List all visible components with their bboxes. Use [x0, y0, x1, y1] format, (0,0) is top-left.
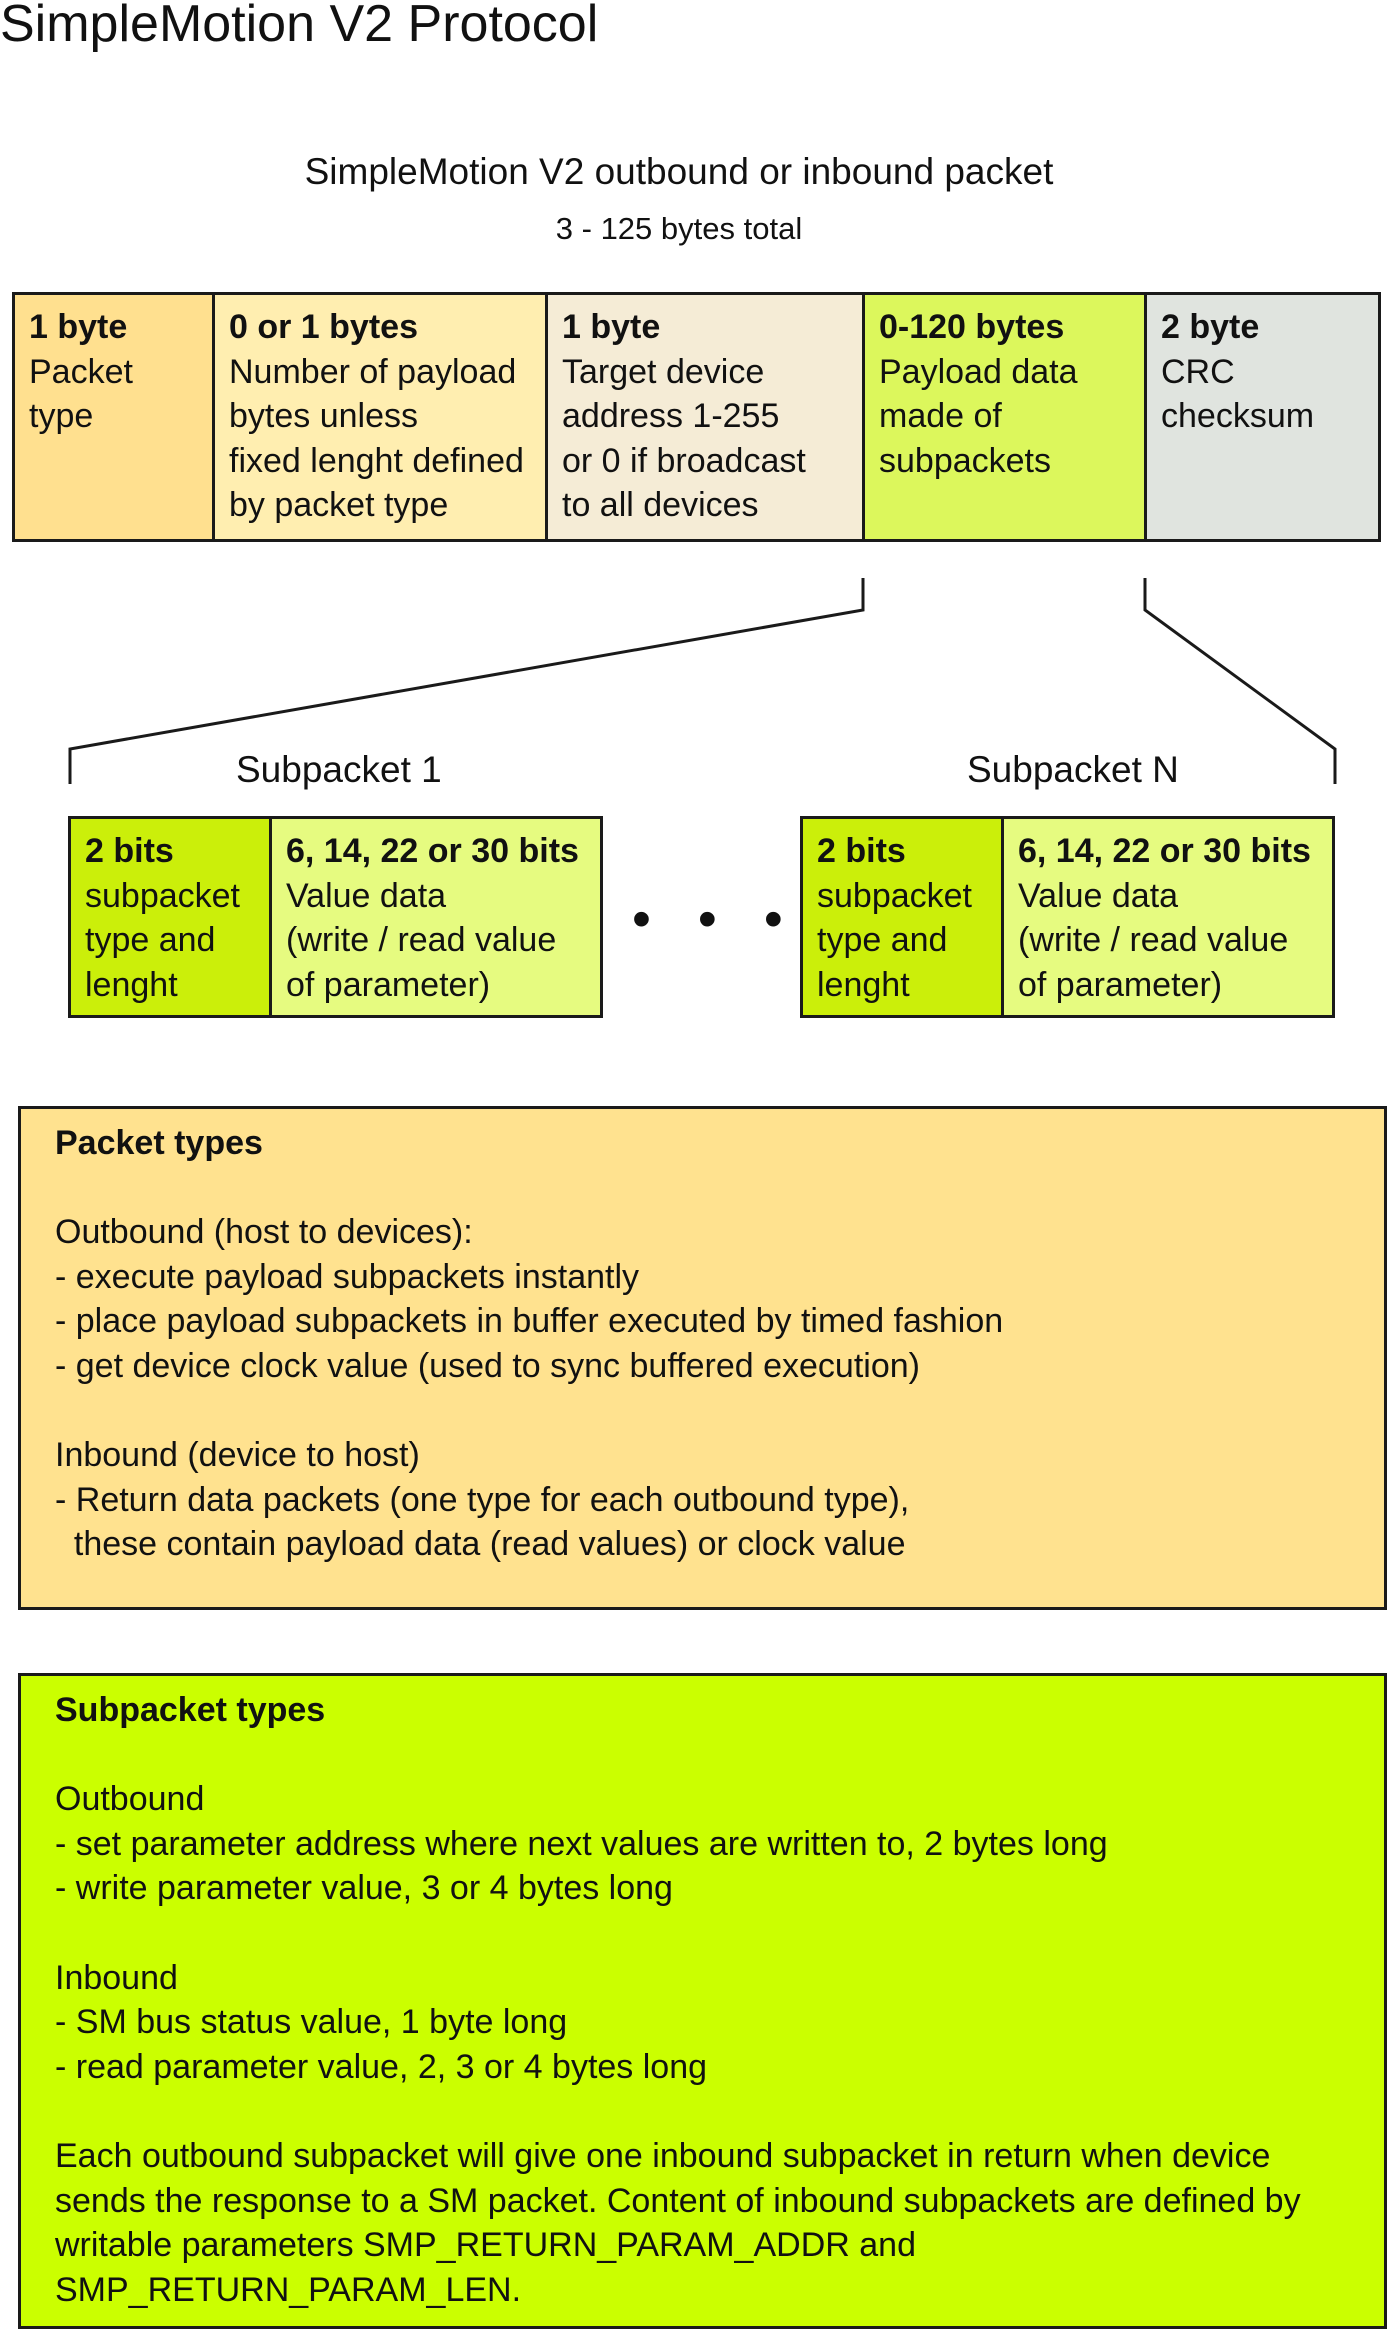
subpacket-1-label: Subpacket 1	[236, 749, 442, 790]
payload-expansion-bracket	[68, 578, 1337, 784]
list-item: - SM bus status value, 1 byte long	[55, 2003, 568, 2042]
inbound-heading: Inbound (device to host)	[55, 1436, 420, 1475]
field-description: subpacket type and lenght	[817, 876, 972, 1004]
list-item: - place payload subpackets in buffer exe…	[55, 1302, 1004, 1341]
list-item: - Return data packets (one type for each…	[55, 1480, 910, 1519]
list-item: - write parameter value, 3 or 4 bytes lo…	[55, 1869, 673, 1908]
field-description: subpacket type and lenght	[85, 876, 240, 1004]
list-item: - get device clock value (used to sync b…	[55, 1346, 920, 1385]
field-description: CRC checksum	[1161, 352, 1315, 436]
note-line: writable parameters SMP_RETURN_PARAM_ADD…	[55, 2226, 916, 2265]
field-crc: 2 byte CRC checksum	[1144, 292, 1381, 542]
outbound-heading: Outbound (host to devices):	[55, 1213, 473, 1252]
list-item: - read parameter value, 2, 3 or 4 bytes …	[55, 2047, 708, 2086]
subpacket-1-type-field: 2 bits subpacket type and lenght	[68, 816, 272, 1018]
bracket-right-line	[1143, 578, 1337, 784]
outbound-heading: Outbound	[55, 1780, 205, 1819]
field-description: Number of payload bytes unless fixed len…	[229, 352, 524, 525]
field-description: Target device address 1-255 or 0 if broa…	[562, 352, 806, 525]
field-target-address: 1 byte Target device address 1-255 or 0 …	[545, 292, 865, 542]
note-line: Each outbound subpacket will give one in…	[55, 2136, 1271, 2175]
bracket-left-line	[68, 578, 865, 784]
field-size: 6, 14, 22 or 30 bits	[1018, 832, 1311, 870]
subpacket-n-type-field: 2 bits subpacket type and lenght	[800, 816, 1004, 1018]
packet-types-box: Packet types Outbound (host to devices):…	[18, 1106, 1387, 1610]
field-payload-length: 0 or 1 bytes Number of payload bytes unl…	[212, 292, 548, 542]
list-item: - set parameter address where next value…	[55, 1824, 1108, 1863]
packet-types-title: Packet types	[55, 1124, 263, 1162]
subpacket-1-value-field: 6, 14, 22 or 30 bits Value data (write /…	[269, 816, 603, 1018]
subpacket-types-box: Subpacket types Outbound - set parameter…	[18, 1673, 1387, 2329]
field-size: 6, 14, 22 or 30 bits	[286, 832, 579, 870]
subpacket-n-label: Subpacket N	[967, 749, 1179, 790]
list-item: - execute payload subpackets instantly	[55, 1257, 640, 1296]
field-size: 0-120 bytes	[879, 308, 1065, 346]
subpacket-types-title: Subpacket types	[55, 1691, 326, 1729]
field-payload-data: 0-120 bytes Payload data made of subpack…	[862, 292, 1147, 542]
field-description: Value data (write / read value of parame…	[1018, 876, 1289, 1004]
list-item: these contain payload data (read values)…	[55, 1525, 906, 1564]
field-description: Packet type	[29, 352, 133, 436]
field-size: 2 bits	[817, 832, 906, 870]
field-description: Value data (write / read value of parame…	[286, 876, 557, 1004]
packet-size-label: 3 - 125 bytes total	[555, 211, 803, 246]
subpacket-n-value-field: 6, 14, 22 or 30 bits Value data (write /…	[1001, 816, 1335, 1018]
page-title: SimpleMotion V2 Protocol	[0, 0, 599, 53]
field-size: 1 byte	[29, 308, 128, 346]
note-line: SMP_RETURN_PARAM_LEN.	[55, 2270, 522, 2309]
field-size: 0 or 1 bytes	[229, 308, 418, 346]
field-description: Payload data made of subpackets	[879, 352, 1078, 480]
field-size: 1 byte	[562, 308, 661, 346]
inbound-heading: Inbound	[55, 1958, 178, 1997]
field-size: 2 byte	[1161, 308, 1260, 346]
field-size: 2 bits	[85, 832, 174, 870]
note-line: sends the response to a SM packet. Conte…	[55, 2181, 1301, 2220]
subpacket-ellipsis: • • •	[632, 889, 799, 949]
packet-caption: SimpleMotion V2 outbound or inbound pack…	[304, 151, 1054, 192]
